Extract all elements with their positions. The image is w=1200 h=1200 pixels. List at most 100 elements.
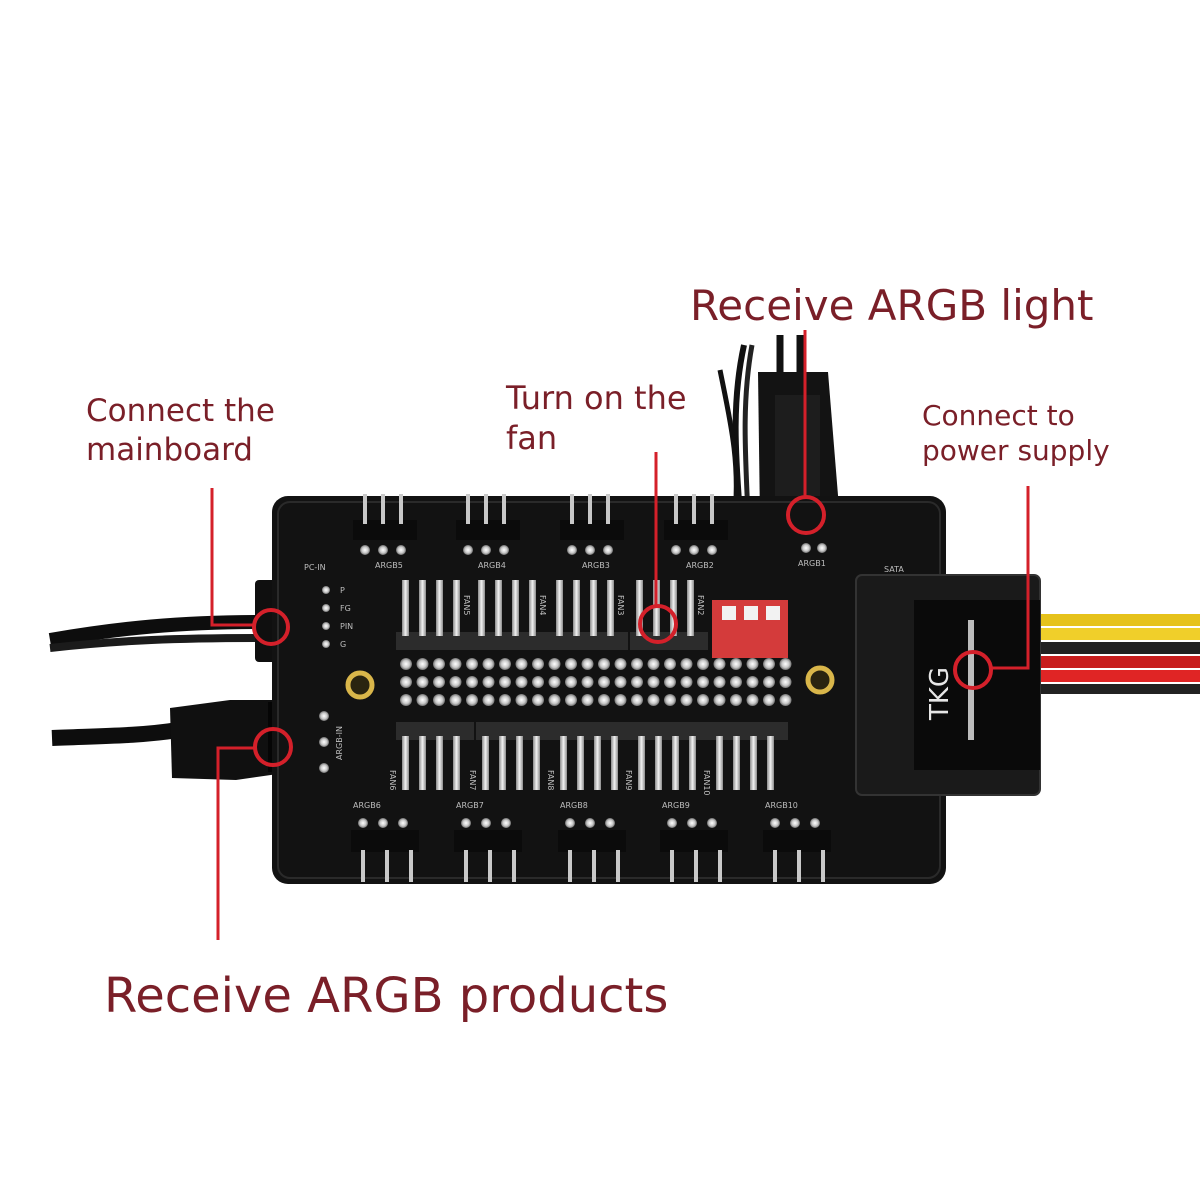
argb-top-label: ARGB5 [375,561,403,570]
brand-logo: TKG [925,667,955,721]
solder-joint [697,658,709,670]
solder-joint [358,818,368,828]
solder-joint [515,694,528,706]
label-receive-argb-products: Receive ARGB products [104,966,668,1026]
solder-joint [763,658,775,670]
solder-joint [466,694,478,706]
fan-pin [402,736,409,790]
solder-joint [322,622,330,630]
solder-joint [746,676,759,688]
fan-pin [482,736,489,790]
solder-joint [378,818,388,828]
header-pin [464,850,468,882]
fan-pin [453,736,460,790]
label-turn-on-fan-line1: Turn on the [506,379,687,417]
solder-joint [730,676,742,688]
fan-pin [655,736,662,790]
pwm-in-silkscreen: PC-IN [304,563,326,572]
header-pin [385,850,389,882]
argb-in-silkscreen: ARGB-IN [335,726,344,760]
solder-joint [614,694,627,706]
header-pin [606,494,610,524]
argb-header-bottom [763,830,831,852]
header-pin [361,850,365,882]
solder-joint [631,658,643,670]
fan-pin [733,736,740,790]
solder-joint [631,694,643,706]
solder-joint [482,694,495,706]
sata-pins [968,620,974,740]
solder-joint [449,658,462,670]
solder-joint [713,658,726,670]
solder-joint [548,694,561,706]
fan-pin [611,736,618,790]
solder-joint [810,818,820,828]
fan-pin [636,580,643,636]
label-turn-on-fan: Turn on the fan [506,378,687,458]
solder-joint [322,640,330,648]
fan-bottom-label: FAN10 [702,770,711,796]
solder-joint [565,694,577,706]
argb-top-label: ARGB3 [582,561,610,570]
fan-top-label: FAN2 [696,595,705,615]
solder-joint [667,818,677,828]
label-connect-power-line2: power supply [922,434,1110,467]
solder-joint [598,658,610,670]
fan-top-label: FAN4 [538,595,547,615]
solder-joint [501,818,511,828]
argb-products-cable [51,700,298,780]
solder-joint [466,676,478,688]
fan-pin [716,736,723,790]
solder-joint [605,818,615,828]
callout-circle-products [253,727,293,767]
callout-line-power [990,486,1030,670]
solder-joint [461,818,471,828]
solder-joint [449,676,462,688]
fan-pin [529,580,536,636]
fan-pin [495,580,502,636]
callout-circle-mainboard [252,608,290,646]
fan-bottom-label: FAN7 [468,770,477,790]
solder-joint [730,694,742,706]
solder-joint [319,737,329,747]
fan-header-top [550,632,628,650]
solder-joint [585,545,595,555]
fan-header-top [472,632,550,650]
solder-joint [664,676,676,688]
header-pin [674,494,678,524]
fan-bottom-label: FAN6 [388,770,397,790]
solder-joint [581,694,594,706]
solder-joint [565,676,577,688]
power-supply-cable [1040,614,1200,694]
solder-joint [499,658,511,670]
mainboard-cable [48,580,305,662]
fan-pin [419,580,426,636]
solder-joint [499,694,511,706]
solder-joint [433,658,445,670]
solder-joint [322,586,330,594]
header-pin [797,850,801,882]
solder-joint [565,658,577,670]
callout-circle-power [953,650,993,690]
fan-pin [556,580,563,636]
fan-pin [436,736,443,790]
solder-joint [322,604,330,612]
pwm-pin-label: PIN [340,622,353,631]
red-switch-block [712,600,788,658]
solder-joint [400,694,412,706]
header-pin [570,494,574,524]
header-pin [710,494,714,524]
header-pin [484,494,488,524]
fan-pin [573,580,580,636]
solder-joint [449,694,462,706]
solder-joint [598,676,610,688]
callout-circle-fan [638,604,678,644]
fan-bottom-label: FAN8 [546,770,555,790]
header-pin [381,494,385,524]
solder-joint [585,818,595,828]
solder-joint [779,676,792,688]
fan-pin [670,580,677,636]
solder-joint [664,694,676,706]
solder-joint [581,658,594,670]
